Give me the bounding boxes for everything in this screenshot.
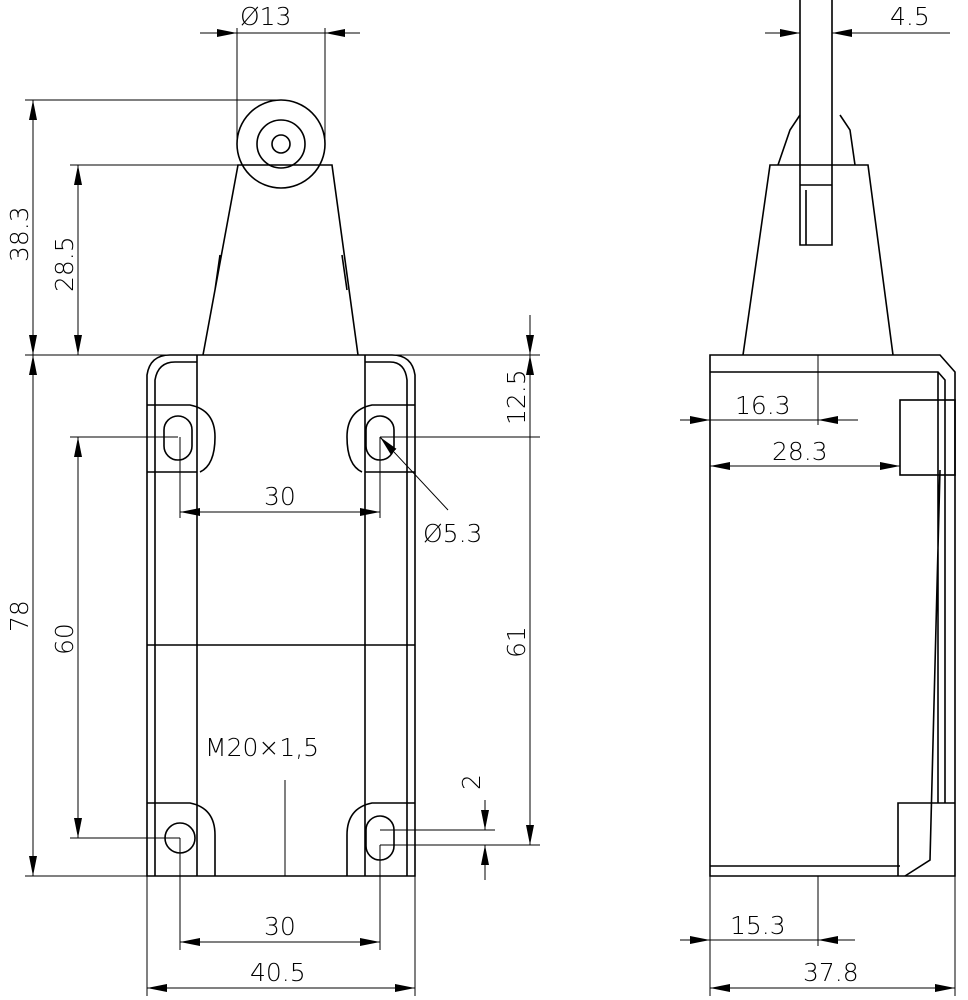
lever xyxy=(799,0,833,246)
dim-hole-vertical-right: 61 xyxy=(502,626,531,658)
dim-body-depth: 37.8 xyxy=(803,958,859,987)
cover-clip xyxy=(899,399,956,476)
dim-slot-offset: 2 xyxy=(457,774,486,790)
mounting-ear xyxy=(147,404,216,473)
dim-body-width: 40.5 xyxy=(250,958,306,987)
dim-top-to-hole: 12.5 xyxy=(502,369,531,425)
dim-total-height: 38.3 xyxy=(5,206,34,262)
mounting-hole xyxy=(163,415,193,461)
front-view: Ø13 38.3 28.5 78 60 12.5 61 2 30 Ø5.3 M2… xyxy=(5,2,540,996)
dim-hole-diameter: Ø5.3 xyxy=(423,519,482,548)
dim-thread-offset: 15.3 xyxy=(730,911,786,940)
dim-lever-offset: 16.3 xyxy=(735,391,791,420)
dim-hole-spacing-bottom: 30 xyxy=(264,912,296,941)
dim-cover-width: 28.3 xyxy=(772,437,828,466)
body-outline xyxy=(146,354,416,877)
side-view: 4.5 16.3 28.3 15.3 37.8 xyxy=(680,0,956,996)
dim-hole-spacing-top: 30 xyxy=(264,482,296,511)
dim-lever-width: 4.5 xyxy=(890,2,930,31)
roller xyxy=(236,99,326,189)
actuator-housing xyxy=(742,164,894,356)
dim-roller-diameter: Ø13 xyxy=(240,2,292,31)
body-outline xyxy=(709,354,956,877)
dim-hole-vertical-left: 60 xyxy=(50,623,79,655)
actuator-housing xyxy=(202,164,359,356)
dim-actuator-height: 28.5 xyxy=(50,236,79,292)
label-conduit-thread: M20×1,5 xyxy=(205,733,319,762)
dim-body-height: 78 xyxy=(5,600,34,632)
